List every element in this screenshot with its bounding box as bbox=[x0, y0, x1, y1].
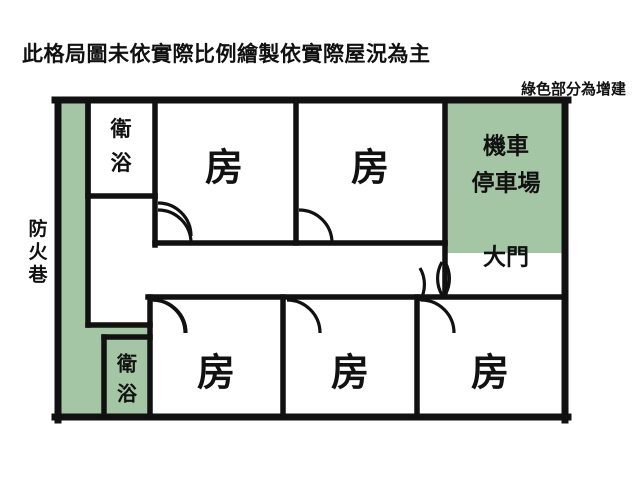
outer-walls bbox=[51, 96, 572, 424]
legend-note: 綠色部分為增建 bbox=[520, 80, 626, 98]
label-moto-park: 機車 停車場 bbox=[472, 134, 541, 197]
door-arcs bbox=[151, 201, 456, 334]
door-arc-corridor-upper bbox=[157, 201, 193, 237]
room-labels: 防 火 巷 衛 浴 房 房 機車 停車場 大門 衛 浴 bbox=[27, 117, 540, 406]
label-room-top-2: 房 bbox=[351, 146, 389, 190]
label-room-bottom-3: 房 bbox=[471, 351, 509, 395]
label-fire-lane: 防 火 巷 bbox=[27, 217, 48, 286]
extension-moto-park bbox=[445, 103, 565, 253]
door-arc-top-room-2 bbox=[298, 208, 334, 244]
extension-left-strip bbox=[58, 103, 88, 325]
door-arc-top-room-1 bbox=[157, 208, 193, 244]
moto-park-line-2: 停車場 bbox=[472, 170, 541, 197]
moto-park-line-1: 機車 bbox=[483, 134, 529, 160]
label-bath-top: 衛 浴 bbox=[110, 117, 133, 175]
door-arc-main-gate bbox=[435, 261, 444, 296]
label-main-gate: 大門 bbox=[483, 245, 529, 271]
fire-lane-char-2: 火 bbox=[28, 241, 48, 263]
label-room-bottom-1: 房 bbox=[197, 351, 235, 395]
bath-top-char-1: 衛 bbox=[110, 117, 132, 141]
bath-top-char-2: 浴 bbox=[111, 151, 133, 175]
interior-walls bbox=[85, 97, 568, 420]
door-arc-bottom-room-3 bbox=[420, 298, 456, 334]
page-title: 此格局圖未依實際比例繪製依實際屋況為主 bbox=[22, 42, 431, 66]
bath-bottom-char-2: 浴 bbox=[117, 382, 138, 406]
door-arc-bottom-room-2 bbox=[286, 298, 322, 334]
door-arc-bottom-room-1 bbox=[152, 298, 188, 334]
fire-lane-char-3: 巷 bbox=[27, 264, 48, 286]
bath-bottom-char-1: 衛 bbox=[116, 352, 137, 376]
label-bath-bottom: 衛 浴 bbox=[116, 352, 138, 406]
door-arc-bottom-room-3-upper bbox=[418, 267, 427, 302]
label-room-bottom-2: 房 bbox=[331, 351, 369, 395]
extension-green-areas bbox=[58, 103, 565, 417]
label-room-top-1: 房 bbox=[205, 146, 243, 190]
extension-bath-bottom bbox=[104, 337, 150, 417]
fire-lane-char-1: 防 bbox=[28, 217, 47, 240]
door-arc-main-gate-b bbox=[443, 261, 452, 296]
